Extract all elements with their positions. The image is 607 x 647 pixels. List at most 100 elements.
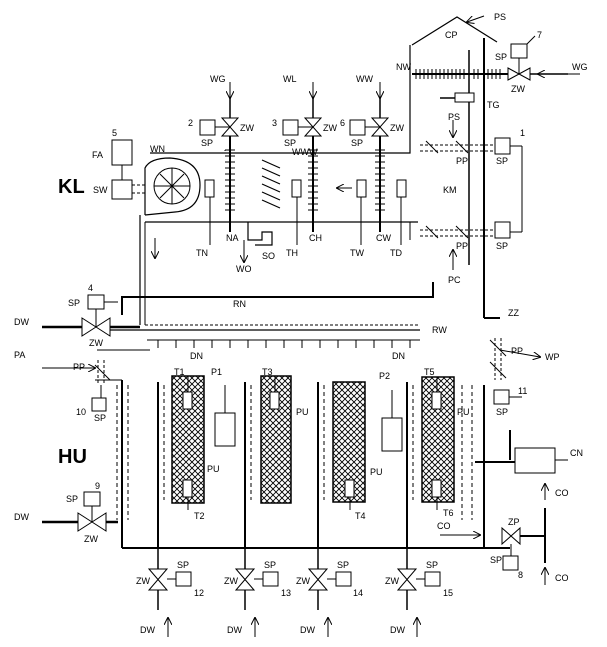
- box-p1: [214, 412, 236, 447]
- label-tg: TG: [487, 100, 500, 110]
- label-dw-14: DW: [300, 625, 315, 635]
- zigzag-heater: [261, 159, 281, 209]
- labels: KL HU PS CP NW WG SP 7 ZW TG WG WL WW 2 …: [14, 12, 588, 635]
- label-num-10: 10: [76, 407, 86, 417]
- fan-wn[interactable]: [144, 157, 201, 216]
- valve-12[interactable]: [147, 568, 169, 591]
- label-sp-11: SP: [496, 407, 508, 417]
- label-pp-3: PP: [511, 346, 523, 356]
- bottom-valves: [147, 548, 441, 637]
- label-co-2: CO: [555, 488, 569, 498]
- label-zw-13: ZW: [224, 576, 238, 586]
- label-ch: CH: [309, 233, 322, 243]
- label-sp-1: SP: [496, 156, 508, 166]
- damper-pp-2[interactable]: [420, 225, 495, 239]
- box-p2: [381, 417, 403, 452]
- sensor-tn: [204, 179, 215, 198]
- label-wl: WL: [283, 74, 297, 84]
- label-ww: WW: [356, 74, 373, 84]
- sensor-fa: [111, 139, 133, 166]
- kl-enclosure: [150, 45, 411, 154]
- label-wg-right: WG: [572, 62, 588, 72]
- duct-rn: [121, 282, 434, 315]
- valve-zp[interactable]: [501, 526, 521, 546]
- label-dn-1: DN: [190, 351, 203, 361]
- coil-na: [224, 136, 235, 232]
- label-dn-2: DN: [392, 351, 405, 361]
- label-ps-mid: PS: [448, 112, 460, 122]
- section-label-kl: KL: [58, 176, 85, 198]
- label-num-1: 1: [520, 128, 525, 138]
- label-cw: CW: [376, 233, 391, 243]
- label-co-1: CO: [437, 521, 451, 531]
- label-t4: T4: [355, 511, 366, 521]
- dn-nozzles: [157, 340, 411, 348]
- label-zw-3: ZW: [323, 123, 337, 133]
- valve-15[interactable]: [396, 568, 418, 591]
- damper-sw[interactable]: [111, 179, 133, 200]
- label-pu-3: PU: [370, 467, 383, 477]
- label-tw: TW: [350, 248, 364, 258]
- sensor-4: [87, 294, 105, 310]
- label-num-11: 11: [518, 386, 527, 396]
- label-num-15: 15: [443, 588, 453, 598]
- label-na: NA: [226, 233, 239, 243]
- label-pu-4: PU: [457, 407, 470, 417]
- sensor-th: [291, 179, 302, 198]
- label-p1: P1: [211, 367, 222, 377]
- label-zw-6: ZW: [390, 123, 404, 133]
- label-th: TH: [286, 248, 298, 258]
- label-km: KM: [443, 185, 457, 195]
- label-sp-3: SP: [284, 138, 296, 148]
- label-num-6: 6: [340, 118, 345, 128]
- hu-section: [42, 317, 568, 637]
- label-zp: ZP: [508, 517, 520, 527]
- label-t3: T3: [262, 367, 273, 377]
- label-t2: T2: [194, 511, 205, 521]
- label-co-3: CO: [555, 573, 569, 583]
- label-num-5: 5: [112, 128, 117, 138]
- label-sp-7: SP: [495, 52, 507, 62]
- label-www: WWW: [292, 147, 318, 157]
- so-drain: [247, 222, 273, 246]
- label-zw-12: ZW: [136, 576, 150, 586]
- label-pa: PA: [14, 350, 25, 360]
- label-num-4: 4: [88, 283, 93, 293]
- valve-14[interactable]: [307, 568, 329, 591]
- label-num-13: 13: [281, 588, 291, 598]
- section-label-hu: HU: [58, 446, 87, 468]
- label-ps-top: PS: [494, 12, 506, 22]
- label-dw-4: DW: [14, 317, 29, 327]
- label-zw-2: ZW: [240, 123, 254, 133]
- sensor-9: [83, 491, 101, 507]
- label-num-8: 8: [518, 570, 523, 580]
- damper-pp-1[interactable]: [420, 140, 495, 154]
- coil-ch: [308, 136, 318, 232]
- label-sp-13: SP: [264, 560, 276, 570]
- label-dw-13: DW: [227, 625, 242, 635]
- label-zw-14: ZW: [296, 576, 310, 586]
- label-num-7: 7: [537, 30, 542, 40]
- sensor-7: [510, 43, 528, 59]
- sensor-tw: [356, 179, 367, 198]
- label-cn: CN: [570, 448, 583, 458]
- label-pc: PC: [448, 275, 461, 285]
- label-sp-9: SP: [66, 494, 78, 504]
- label-t1: T1: [174, 367, 185, 377]
- label-num-12: 12: [194, 588, 204, 598]
- label-t5: T5: [424, 367, 435, 377]
- sensor-td: [396, 179, 407, 198]
- label-t6: T6: [443, 508, 454, 518]
- label-sp-15: SP: [426, 560, 438, 570]
- label-num-14: 14: [353, 588, 363, 598]
- condenser-cn: [514, 447, 556, 474]
- label-dw-12: DW: [140, 625, 155, 635]
- label-pp-2: PP: [456, 241, 468, 251]
- nw-ribs: [415, 69, 501, 79]
- label-zz: ZZ: [508, 308, 519, 318]
- label-num-3: 3: [272, 118, 277, 128]
- roof-cp: [411, 16, 498, 46]
- valve-13[interactable]: [234, 568, 256, 591]
- label-dw-15: DW: [390, 625, 405, 635]
